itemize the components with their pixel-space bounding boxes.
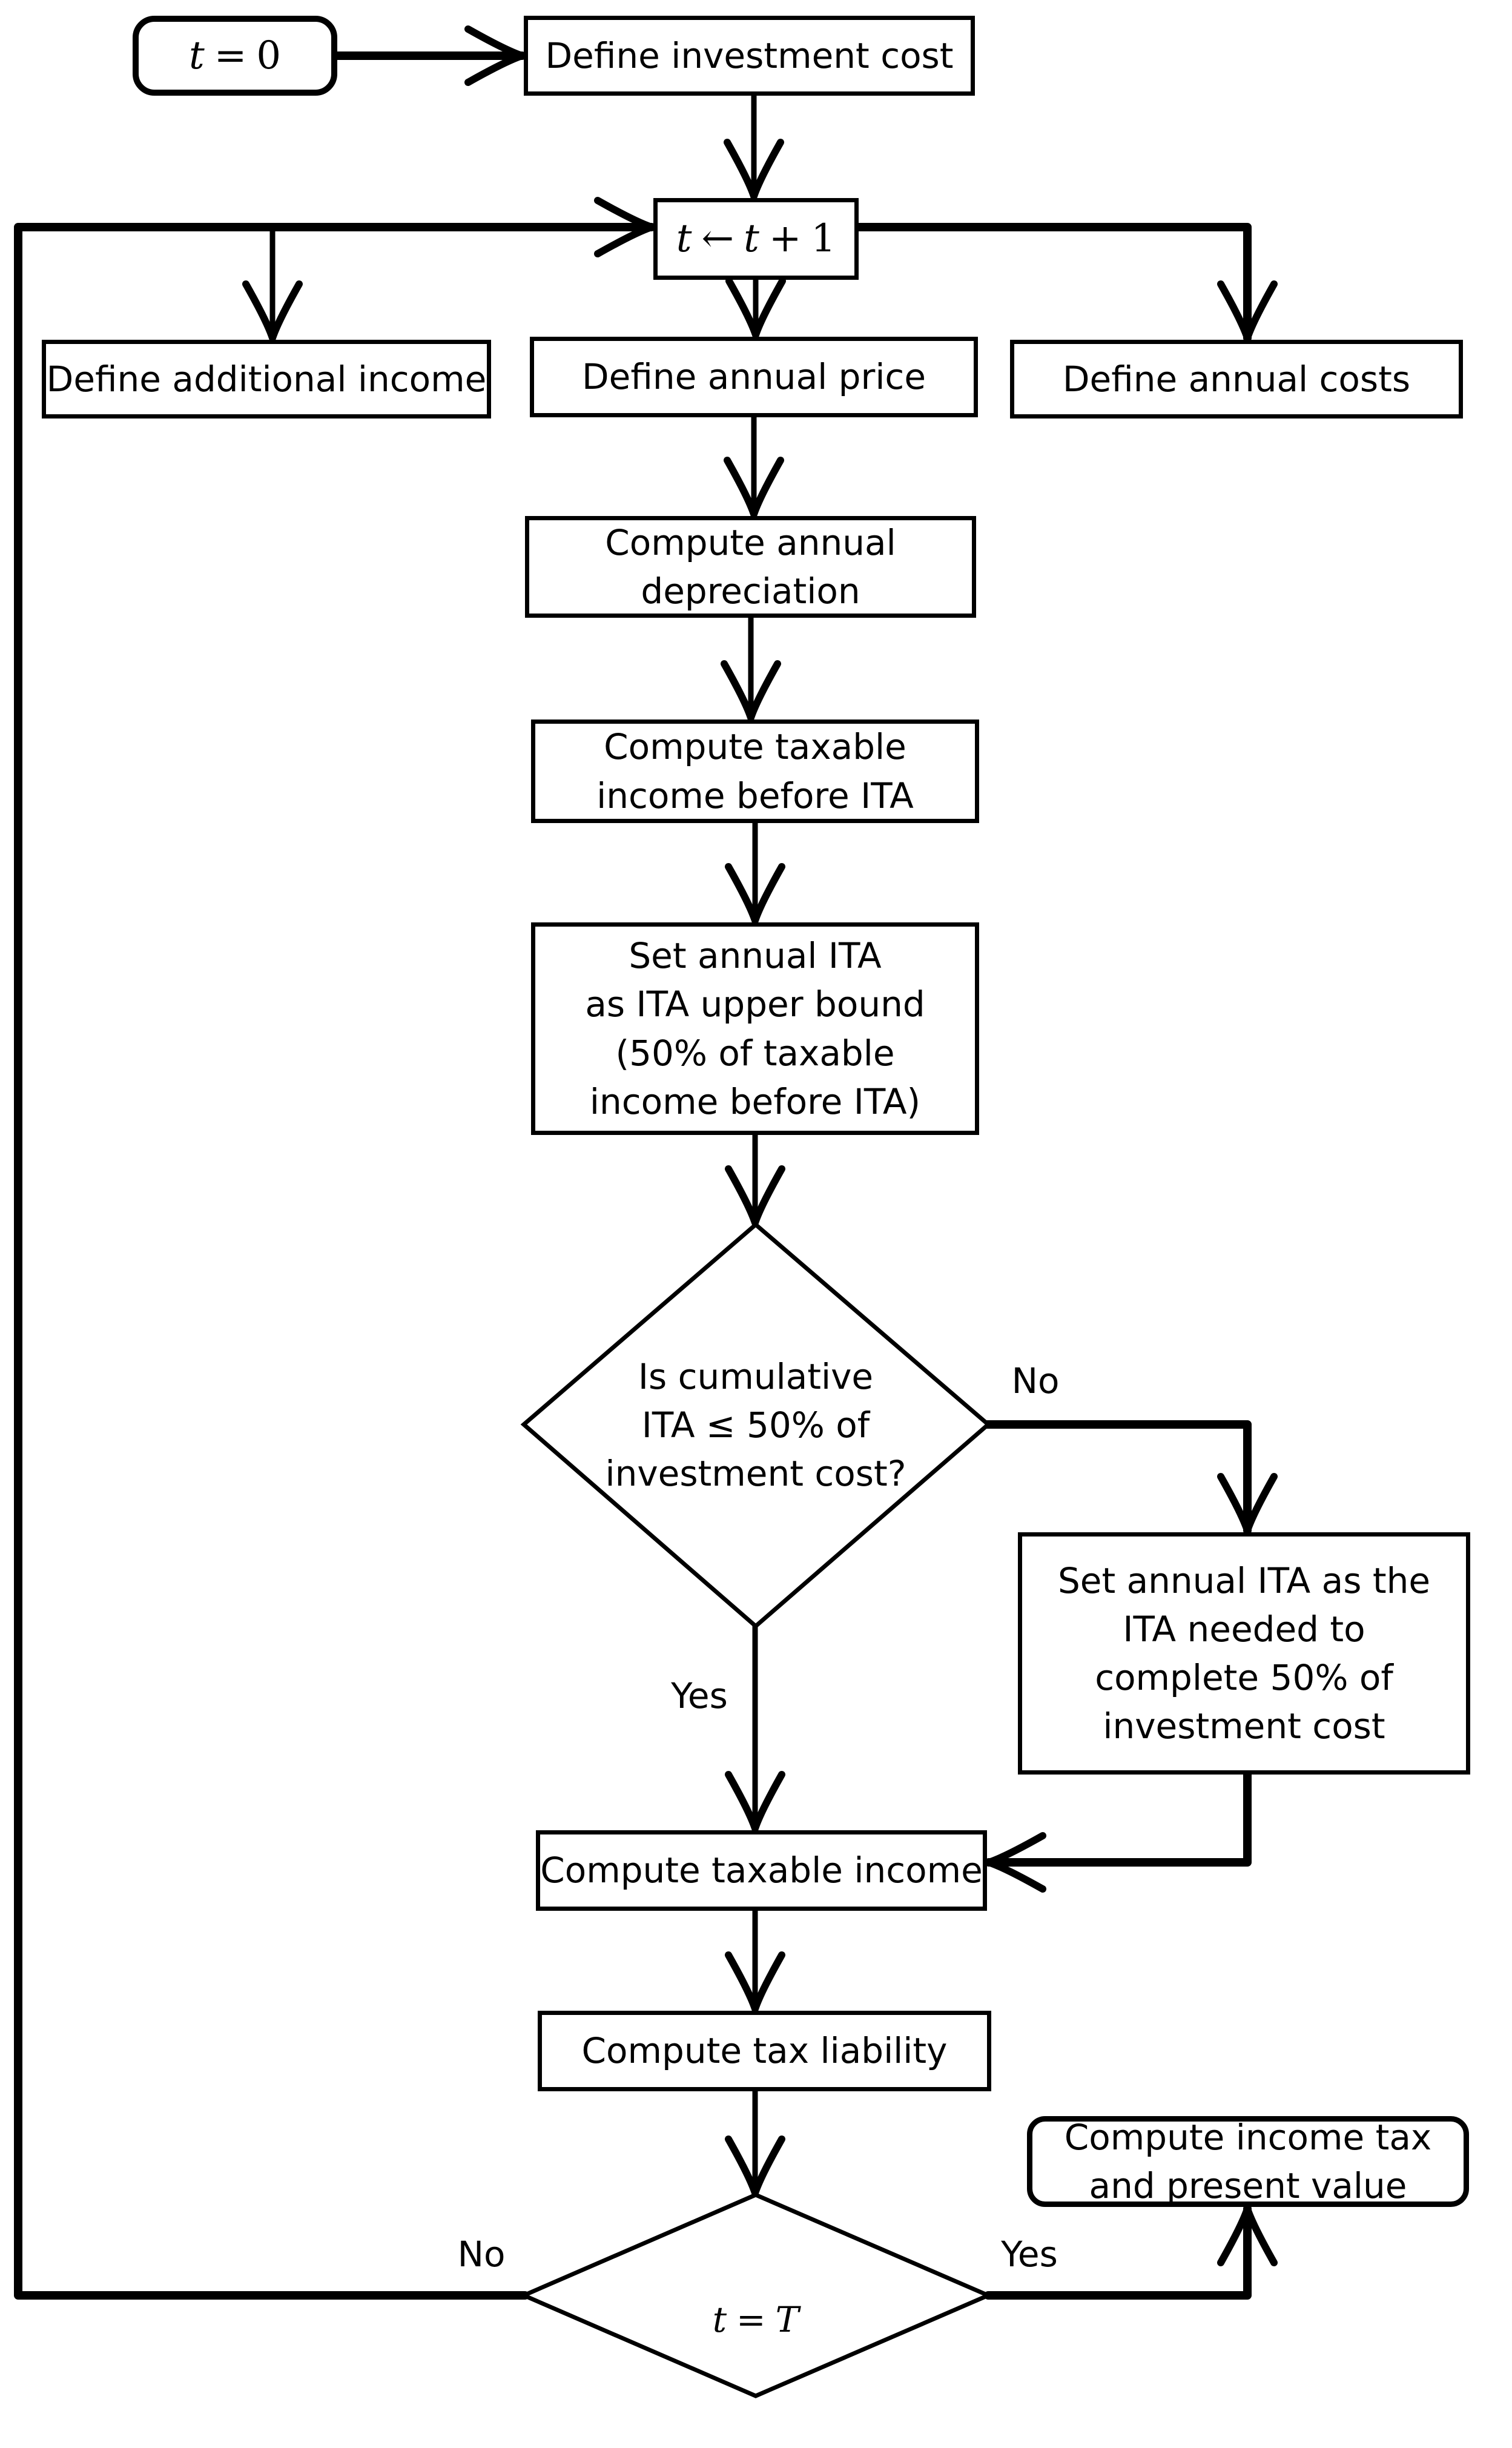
start-node-t-equals-0: t=0 <box>133 16 337 96</box>
decision2-diamond-shape <box>518 2192 994 2398</box>
node-set-annual-ita-needed: Set annual ITA as the ITA needed to comp… <box>1018 1532 1470 1775</box>
node-label: Define additional income <box>46 358 487 400</box>
arrowhead-into-taxable-before-ita <box>721 660 781 721</box>
node-compute-taxable-income-before-ita: Compute taxable income before ITA <box>531 720 979 823</box>
node-label: Compute tax liability <box>581 2030 948 2072</box>
arrowhead-into-increment-left <box>594 197 655 257</box>
node-t-increment: t←t+1 <box>653 198 859 280</box>
arrowhead-into-investment <box>464 25 526 86</box>
edge-label-decision1-yes: Yes <box>671 1675 728 1716</box>
edge-label-decision2-no: No <box>457 2234 506 2275</box>
t-init-variable: t <box>188 33 205 78</box>
edge-increment-to-annual-costs <box>854 223 1252 342</box>
edge-label-decision1-no: No <box>1011 1360 1060 1401</box>
decision1-label: Is cumulative ITA ≤ 50% of investment co… <box>605 1355 906 1495</box>
t-check-horizon: T <box>775 2299 799 2340</box>
arrowhead-into-increment-top <box>724 139 784 200</box>
node-compute-taxable-income: Compute taxable income <box>536 1830 987 1911</box>
t-check-operator: = <box>736 2299 766 2340</box>
node-label: Define investment cost <box>545 35 954 76</box>
node-label: Define annual price <box>581 356 926 398</box>
node-label: Compute taxable income before ITA <box>596 726 914 816</box>
node-label: Set annual ITA as ITA upper bound (50% o… <box>585 935 925 1122</box>
edge-decision1-no-to-ita-needed <box>983 1420 1252 1535</box>
arrowhead-into-decision2 <box>725 2135 785 2197</box>
edge-ita-needed-to-taxable-income <box>985 1770 1252 1867</box>
t-increment-one: 1 <box>811 216 836 262</box>
node-label: Compute taxable income <box>540 1850 983 1891</box>
node-compute-tax-liability: Compute tax liability <box>538 2011 991 2091</box>
t-init-operator: = <box>214 33 247 78</box>
arrowhead-into-annual-costs <box>1217 280 1278 342</box>
decision2-label: t=T <box>538 2247 974 2344</box>
node-label: Compute income tax and present value <box>1064 2116 1432 2206</box>
node-define-annual-price: Define annual price <box>530 337 978 417</box>
arrowhead-into-taxable-income-top <box>725 1771 785 1832</box>
arrowhead-into-income-tax-box <box>1217 2205 1278 2266</box>
t-increment-lhs: t <box>676 216 692 262</box>
edge-decision2-yes-to-income-tax <box>984 2205 1252 2300</box>
t-init-value: 0 <box>256 33 282 78</box>
node-label: Define annual costs <box>1062 358 1411 400</box>
node-compute-annual-depreciation: Compute annual depreciation <box>525 516 976 618</box>
t-check-variable: t <box>712 2299 727 2340</box>
arrowhead-into-ita-needed <box>1217 1473 1278 1534</box>
arrowhead-into-upper-bound <box>725 863 785 924</box>
arrowhead-into-additional-income <box>242 280 303 342</box>
node-define-investment-cost: Define investment cost <box>524 16 975 96</box>
decision1-diamond-shape <box>520 1222 992 1629</box>
t-increment-assign-arrow: ← <box>701 216 735 262</box>
node-label: Compute annual depreciation <box>605 521 896 612</box>
node-set-annual-ita-upper-bound: Set annual ITA as ITA upper bound (50% o… <box>531 922 979 1135</box>
node-define-additional-income: Define additional income <box>42 340 491 418</box>
node-label: Set annual ITA as the ITA needed to comp… <box>1057 1560 1431 1747</box>
node-define-annual-costs: Define annual costs <box>1010 340 1463 418</box>
t-increment-rhs-variable: t <box>744 216 759 262</box>
node-compute-income-tax-present-value: Compute income tax and present value <box>1027 2116 1469 2207</box>
t-increment-plus: + <box>768 216 802 262</box>
edge-decision2-no-feedback-loop <box>14 224 529 2300</box>
arrowhead-into-decision1 <box>725 1165 785 1226</box>
arrowhead-into-tax-liability <box>725 1951 785 2013</box>
arrowhead-into-annual-price <box>725 277 786 339</box>
edge-label-decision2-yes: Yes <box>1001 2234 1058 2275</box>
arrowhead-into-taxable-income-right <box>985 1832 1046 1893</box>
arrowhead-into-depreciation <box>724 457 784 518</box>
